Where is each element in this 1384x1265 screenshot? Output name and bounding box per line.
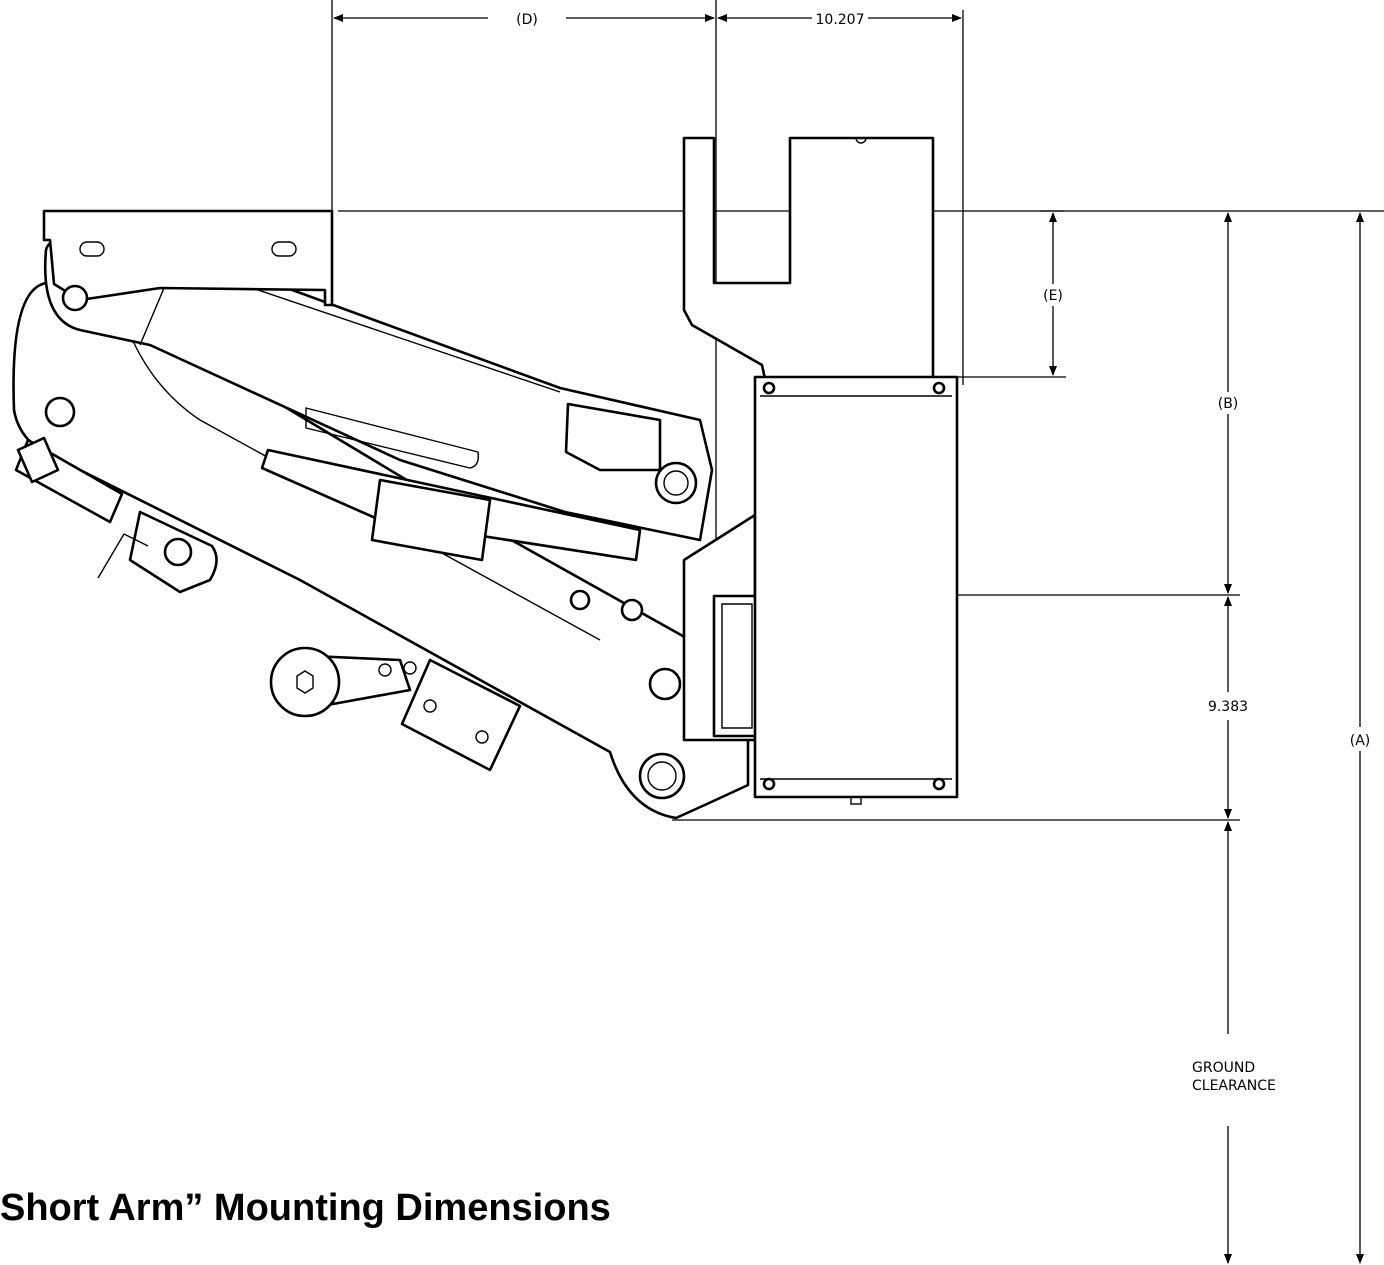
dim-label-e: (E): [1043, 288, 1063, 304]
pivot-pin-mid: [44, 396, 76, 428]
enclosure-box: [753, 375, 959, 805]
cylinder-clamp: [370, 478, 492, 562]
lower-tab-plate: [400, 658, 522, 772]
upper-arm-slot: [305, 407, 480, 469]
arm-assembly: [12, 209, 762, 820]
dimension-top-width: 10.207: [717, 10, 964, 385]
side-bracket-channel: [712, 594, 762, 738]
bracket-plate: [682, 136, 935, 381]
enclosure-screw-tr: [932, 381, 946, 395]
ground-clearance-label-line1: GROUND: [1192, 1060, 1255, 1076]
lock-nut: [16, 436, 60, 484]
top-mount-plate: [42, 209, 334, 307]
dimension-ground-clearance: GROUND CLEARANCE: [1192, 821, 1276, 1264]
dim-label-lower-height: 9.383: [1208, 699, 1248, 715]
pivot-pin-bottom: [638, 752, 686, 800]
dimension-a: (A): [1350, 212, 1371, 1264]
dim-label-a: (A): [1350, 733, 1371, 749]
pivot-pin-lower: [648, 667, 682, 701]
enclosure-screw-br: [932, 777, 946, 791]
roller-hole-1: [378, 663, 392, 677]
channel-inner: [721, 603, 753, 729]
mounting-bracket: [682, 136, 935, 381]
roller-wheel: [269, 646, 341, 718]
latch-handle: [97, 533, 149, 579]
mount-slot-right: [271, 241, 297, 257]
dim-label-top-width: 10.207: [816, 12, 865, 28]
bracket-notch: [855, 137, 867, 144]
enclosure-body: [753, 375, 959, 799]
mount-slot-left: [79, 241, 105, 257]
ground-clearance-label-line2: CLEARANCE: [1192, 1078, 1276, 1094]
tab-hole-1: [423, 699, 437, 713]
pivot-pin-upper-end: [654, 461, 698, 505]
pivot-pin-upper-end-inner: [663, 470, 689, 496]
latch-knob: [163, 537, 193, 567]
pivot-pin-bottom-inner: [647, 761, 677, 791]
roller-hole-2: [403, 661, 417, 675]
enclosure-drain: [850, 796, 862, 805]
dim-label-d: (D): [516, 12, 538, 28]
pivot-pin-top: [61, 284, 89, 312]
roller-nut: [296, 670, 314, 694]
dimension-e: (E): [958, 210, 1066, 378]
page-title: Short Arm” Mounting Dimensions: [0, 1187, 611, 1229]
cylinder-pin-2: [620, 598, 644, 622]
cylinder-pin: [569, 589, 591, 611]
arm-end-block: [564, 402, 662, 472]
enclosure-screw-tl: [762, 381, 776, 395]
dim-label-b: (B): [1218, 396, 1239, 412]
enclosure-screw-bl: [762, 777, 776, 791]
dimension-lower-height: 9.383: [672, 596, 1248, 821]
tab-hole-2: [475, 730, 489, 744]
